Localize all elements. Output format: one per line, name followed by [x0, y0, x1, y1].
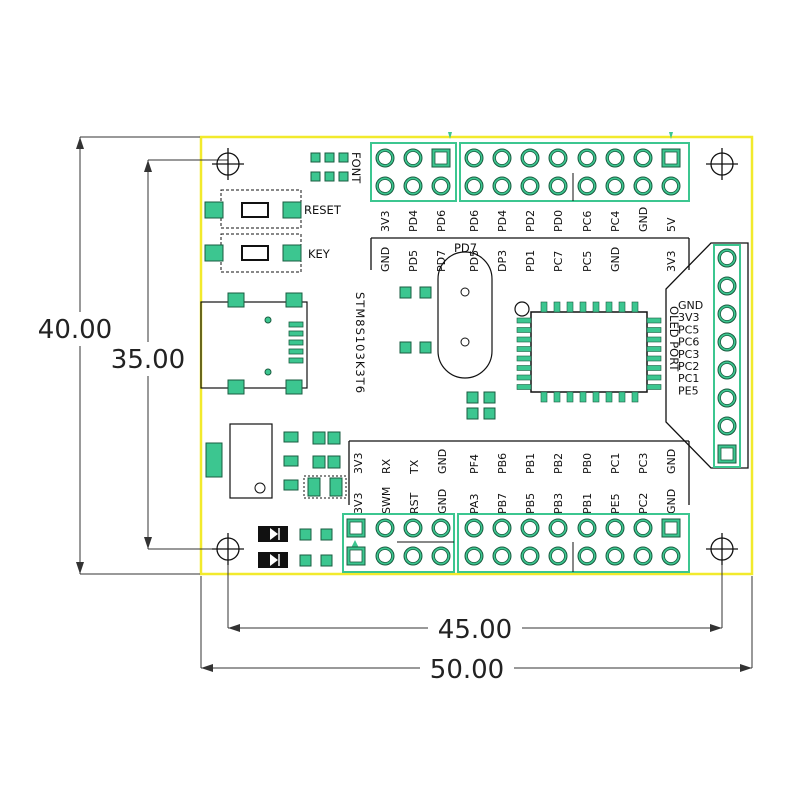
oled-pin-label: GND [678, 299, 703, 312]
dim-width-inner: 45.00 [438, 615, 512, 645]
bottom-header-label: GND [436, 489, 449, 514]
top-header-label: 3V3 [665, 250, 678, 272]
top-header-label: PC5 [581, 251, 594, 272]
top-header-label: PC7 [552, 251, 565, 272]
top-header-label: PD4 [407, 210, 420, 232]
voltage-regulator [205, 423, 273, 499]
top-header-label: PD6 [435, 210, 448, 232]
bottom-header-label: GND [665, 449, 678, 474]
bottom-header-label: PB3 [552, 493, 565, 514]
top-header-label: PD6 [468, 210, 481, 232]
top-header-label: PC6 [581, 211, 594, 232]
passive-pads [399, 286, 496, 420]
bottom-header-label: PB5 [524, 493, 537, 514]
dim-height-inner: 35.00 [111, 345, 185, 375]
dimension-arrowheads [76, 137, 752, 672]
oled-pin-label: PE5 [678, 384, 699, 397]
oled-port [665, 242, 749, 469]
top-header-label: GND [379, 247, 392, 272]
bottom-header-label: RST [408, 492, 421, 514]
reset-label: RESET [304, 203, 342, 217]
diodes [258, 526, 333, 568]
top-header-label: PD1 [524, 250, 537, 272]
top-header-label: PD7 [435, 250, 448, 272]
bottom-header-label: PB2 [552, 453, 565, 474]
mounting-hole-icon [212, 533, 244, 565]
top-header-label: PD4 [496, 210, 509, 232]
mounting-hole-icon [212, 148, 244, 180]
oled-pin-label: PC1 [678, 372, 699, 385]
top-header-label: DP3 [496, 250, 509, 272]
bottom-header-label: PA3 [468, 494, 481, 514]
bottom-header-label: SWM [380, 487, 393, 514]
key-button [204, 233, 302, 273]
mounting-hole-icon [706, 533, 738, 565]
top-header-label: 3V3 [379, 210, 392, 232]
reset-button [204, 189, 302, 229]
mounting-holes [212, 148, 738, 565]
crystal [437, 251, 493, 379]
oled-pin-label: PC2 [678, 360, 699, 373]
bottom-header [342, 513, 690, 573]
bottom-header-label: GND [436, 449, 449, 474]
bottom-header-label: PC1 [609, 453, 622, 474]
font-pads [310, 152, 349, 182]
mcu-chip [514, 301, 662, 403]
oled-label: OLED PORT [667, 306, 681, 372]
bottom-header-label: 3V3 [352, 452, 365, 474]
dim-width-outer: 50.00 [430, 655, 504, 685]
bottom-header-label: PE5 [609, 493, 622, 514]
crystal-label: PD7 [454, 241, 477, 255]
mounting-hole-icon [706, 148, 738, 180]
top-header-label: GND [609, 247, 622, 272]
bottom-header-label: GND [665, 489, 678, 514]
bottom-header-label: PF4 [468, 454, 481, 474]
bottom-header-label: 3V3 [352, 492, 365, 514]
oled-pin-label: PC5 [678, 323, 699, 336]
dim-height-outer: 40.00 [38, 315, 112, 345]
oled-pin-label: 3V3 [678, 311, 700, 324]
chip-label: STM8S103K3T6 [353, 292, 367, 394]
bottom-header-label: PB1 [524, 453, 537, 474]
top-header-label: GND [637, 207, 650, 232]
bottom-header-label: PB6 [496, 453, 509, 474]
bottom-header-label: PC2 [637, 493, 650, 514]
top-header-label: 5V [665, 217, 678, 232]
top-header [370, 132, 690, 202]
bottom-header-label: PB1 [581, 493, 594, 514]
top-header-label: PD5 [407, 250, 420, 272]
font-label: FONT [349, 152, 363, 184]
smd-parts [283, 431, 343, 497]
bottom-header-label: PB7 [496, 493, 509, 514]
top-header-label: PD5 [468, 250, 481, 272]
top-header-label: PD2 [524, 210, 537, 232]
bottom-header-label: PB0 [581, 453, 594, 474]
key-label: KEY [308, 247, 331, 261]
usb-connector [200, 292, 308, 395]
oled-pin-label: PC6 [678, 336, 699, 349]
top-header-label: PD0 [552, 210, 565, 232]
bottom-header-label: RX [380, 458, 393, 474]
oled-pin-label: PC3 [678, 348, 699, 361]
bottom-header-label: PC3 [637, 453, 650, 474]
top-header-label: PC4 [609, 211, 622, 232]
bottom-header-label: TX [408, 459, 421, 475]
